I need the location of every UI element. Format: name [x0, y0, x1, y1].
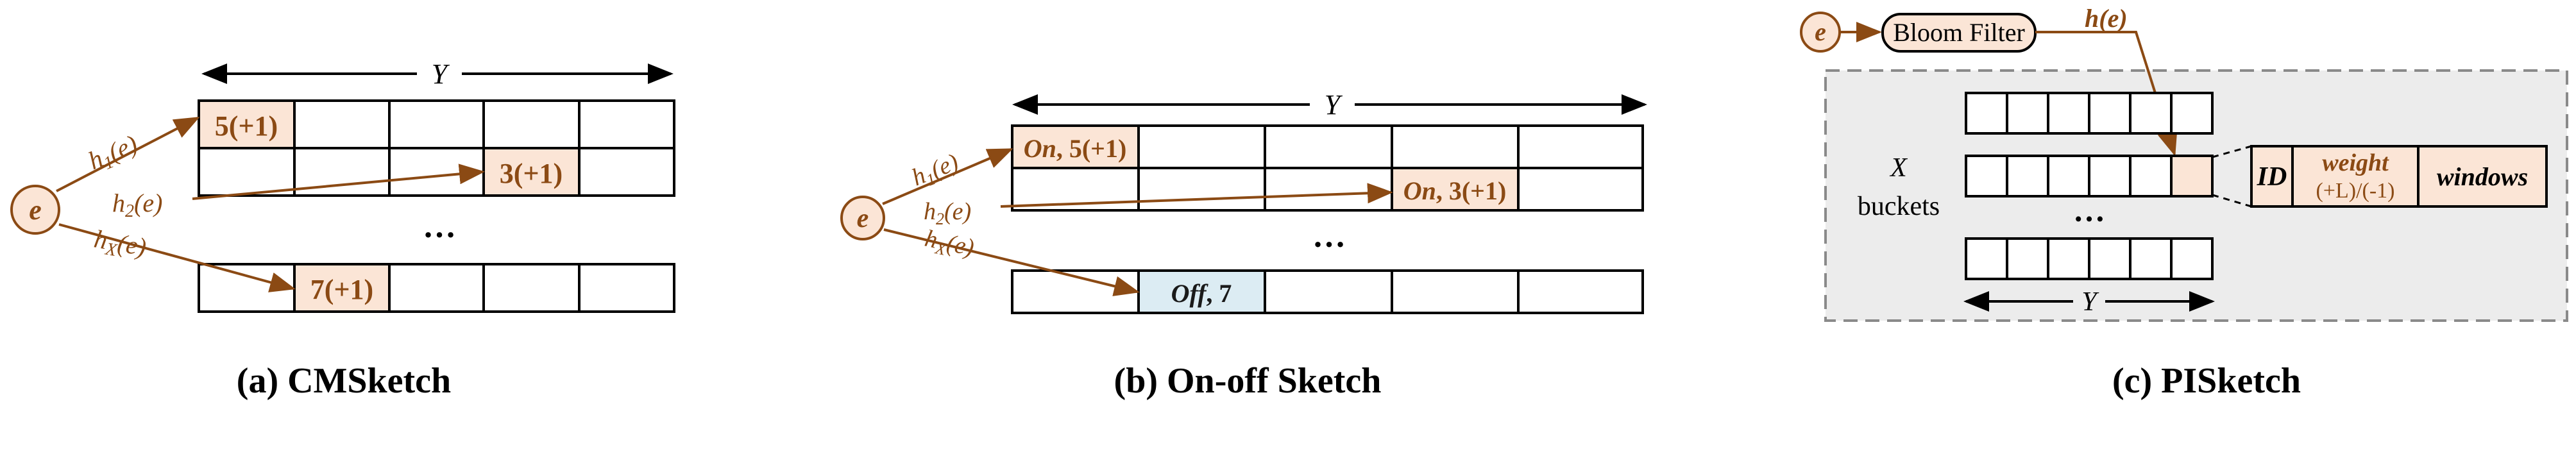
cell-value-1: 5(+1) — [215, 110, 278, 142]
cell-highlight-2 — [1392, 168, 1518, 210]
field-id: ID — [2257, 162, 2287, 192]
bloom-filter-label: Bloom Filter — [1893, 18, 2025, 47]
element-label: e — [29, 194, 42, 226]
sketch-row-last — [198, 263, 675, 313]
ellipsis: … — [423, 208, 456, 245]
field-windows: windows — [2437, 162, 2528, 191]
field-weight: weight — [2322, 149, 2389, 176]
caption-a: (a) CMSketch — [237, 361, 451, 401]
cell-value-2: On, 3(+1) — [1403, 176, 1507, 205]
caption-b: (b) On-off Sketch — [1114, 361, 1382, 401]
width-label: Y — [2081, 287, 2099, 317]
rows-label: buckets — [1858, 192, 1940, 221]
element-label: e — [857, 204, 869, 233]
bucket-detail — [2250, 145, 2548, 208]
hash-arrow-3 — [883, 228, 1140, 296]
hash-label: h(e) — [2085, 4, 2128, 33]
width-label: Y — [432, 58, 450, 90]
bucket-rows — [1965, 92, 2214, 280]
hash-label-2: h2(e) — [924, 198, 971, 228]
hash-arrow-2 — [192, 164, 485, 200]
cell-highlight-2 — [484, 148, 579, 196]
width-label: Y — [1325, 89, 1343, 121]
hash-label-3: hX(e) — [922, 225, 976, 265]
cell-value-3: Off, 7 — [1171, 279, 1232, 308]
rows-variable: X — [1889, 153, 1908, 183]
cell-highlight-3 — [294, 264, 390, 312]
ellipsis: … — [2073, 192, 2105, 228]
caption-c: (c) PISketch — [2112, 361, 2301, 401]
cell-highlight-3 — [1139, 271, 1265, 313]
cell-value-2: 3(+1) — [500, 158, 563, 189]
hash-label-3: hX(e) — [91, 224, 148, 265]
hash-arrow-2 — [1000, 183, 1393, 208]
ellipsis: … — [1312, 218, 1346, 255]
cell-highlight-1 — [1012, 126, 1139, 168]
element-label: e — [1815, 17, 1826, 46]
panel-onoff-sketch: Y On, 5(+1) On, 3(+1) Off, 7 … e — [840, 87, 1647, 401]
sketch-rows-top — [1011, 124, 1644, 212]
hash-label-1: h1(e) — [908, 149, 963, 194]
cell-value-3: 7(+1) — [310, 274, 373, 305]
element-node — [840, 196, 885, 240]
hash-arrow-1 — [882, 148, 1013, 205]
panel-cmsketch: Y 5(+1) 3(+1) 7(+1) … e — [10, 56, 675, 401]
panel-pisketch: e Bloom Filter h(e) X buckets … — [1800, 4, 2568, 401]
field-weight-note: (+L)/(-1) — [2316, 179, 2394, 203]
hash-arrow-3 — [58, 223, 296, 292]
hash-label-2: h2(e) — [112, 189, 162, 221]
sketch-row-last — [1011, 269, 1644, 314]
element-node — [1800, 12, 1841, 53]
element-node — [10, 185, 60, 235]
cell-value-1: On, 5(+1) — [1024, 134, 1127, 163]
cell-highlight-1 — [199, 101, 294, 148]
hash-arrow-1 — [56, 117, 200, 192]
